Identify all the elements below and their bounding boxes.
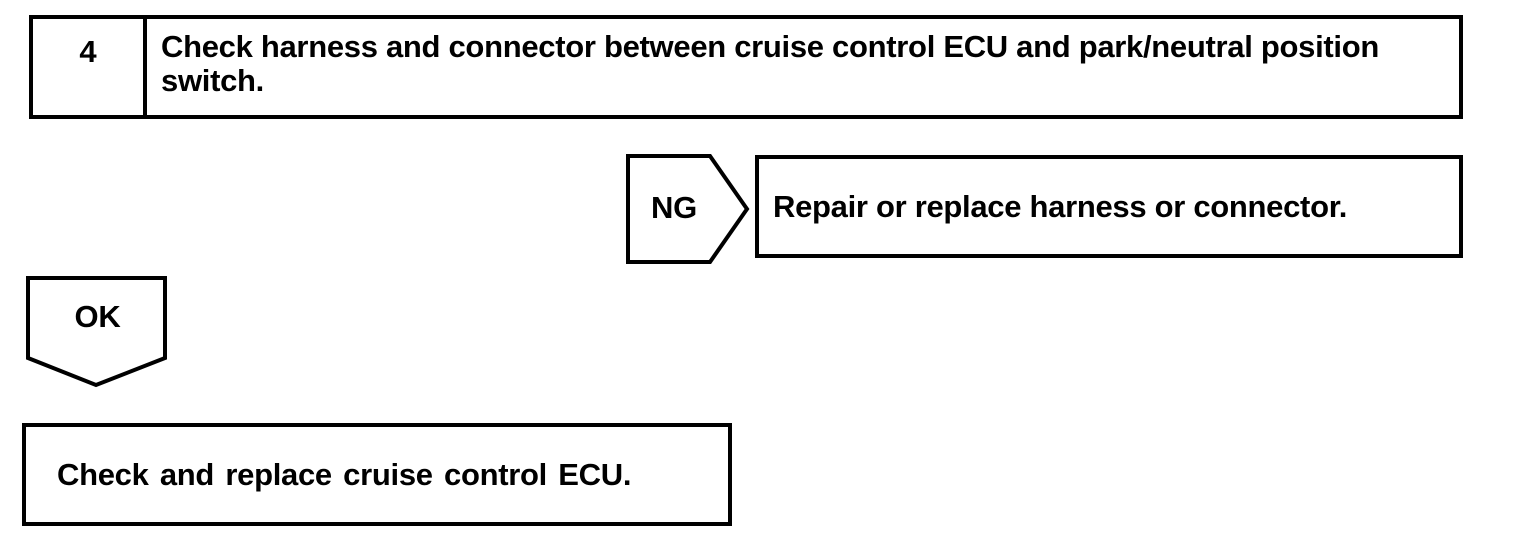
ok-result-box: Check and replace cruise control ECU.: [22, 423, 732, 526]
ng-pentagon-shape: [626, 154, 750, 264]
step-instruction: Check harness and connector between crui…: [161, 29, 1379, 98]
ok-pentagon-shape: [26, 276, 167, 388]
ng-result-box: Repair or replace harness or connector.: [755, 155, 1463, 258]
step-box: 4 Check harness and connector between cr…: [29, 15, 1463, 119]
ok-pentagon-outline: [26, 276, 167, 388]
ng-label: NG: [651, 190, 697, 225]
ok-label: OK: [74, 299, 121, 334]
step-number: 4: [33, 19, 147, 115]
ng-pentagon-outline: [626, 154, 750, 264]
